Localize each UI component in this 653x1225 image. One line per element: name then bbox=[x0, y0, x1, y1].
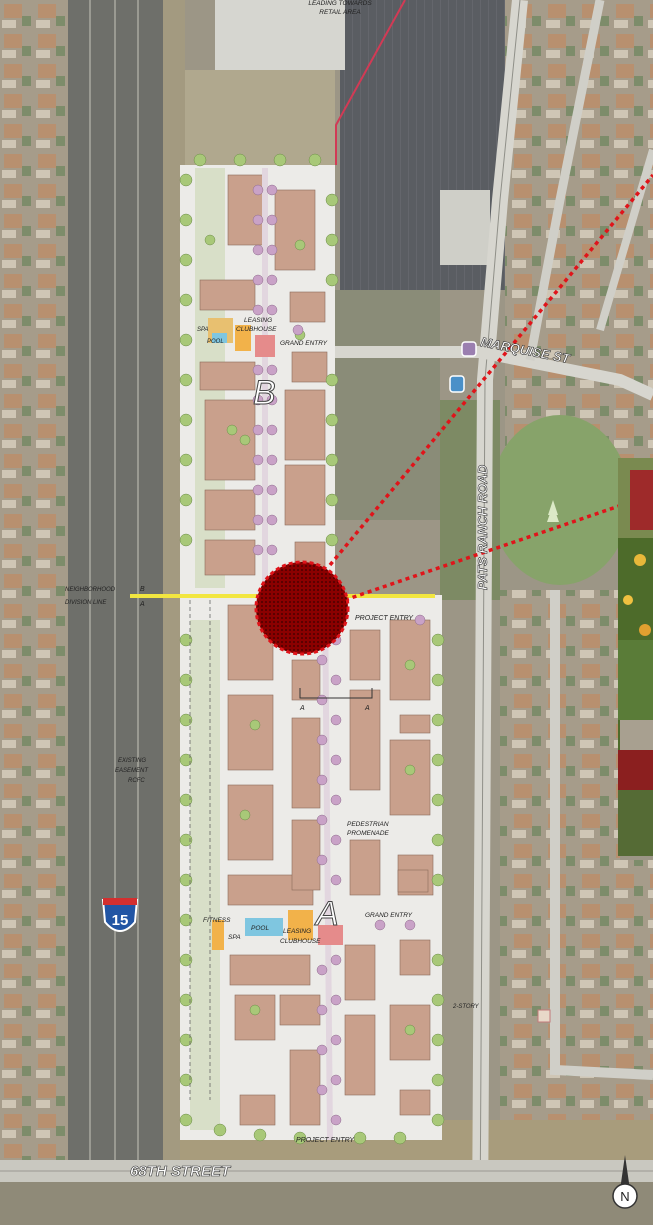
sightline-lower bbox=[344, 503, 623, 602]
park bbox=[490, 415, 630, 585]
two-story-label: 2-STORY bbox=[452, 1004, 480, 1010]
pats-ranch-road-label: PATS RANCH ROAD bbox=[475, 464, 490, 590]
highlight-circle bbox=[254, 560, 350, 656]
pool-b: POOL bbox=[207, 339, 224, 345]
leasing-a: LEASING bbox=[283, 928, 311, 935]
interstate-number: 15 bbox=[112, 912, 129, 929]
pedestrian-line2: PROMENADE bbox=[347, 830, 390, 837]
retail-note-line2: RETAIL AREA bbox=[319, 9, 360, 16]
spa-b: SPA bbox=[197, 327, 209, 333]
leasing-b: LEASING bbox=[244, 317, 272, 324]
spa-a: SPA bbox=[228, 934, 241, 941]
retail-note-line1: LEADING TOWARDS bbox=[308, 0, 372, 7]
easement-line3: RCFC bbox=[128, 778, 145, 784]
pedestrian-line1: PEDESTRIAN bbox=[347, 821, 389, 828]
grand-entry-a: GRAND ENTRY bbox=[365, 912, 413, 919]
easement-line2: EASEMENT bbox=[115, 768, 149, 774]
clubhouse-b: CLUBHOUSE bbox=[236, 326, 277, 333]
68th-street-label: 68TH STREET bbox=[130, 1163, 232, 1180]
retail-building bbox=[215, 0, 345, 70]
section-a-right: A bbox=[364, 705, 370, 712]
division-a-marker: A bbox=[139, 601, 145, 608]
division-b-marker: B bbox=[140, 586, 145, 593]
pool-a: POOL bbox=[251, 925, 269, 932]
easement-line1: EXISTING bbox=[118, 758, 146, 764]
inset-photo bbox=[618, 458, 653, 856]
interstate-15-shield: 15 bbox=[101, 898, 139, 932]
retail-connector-line bbox=[335, 0, 406, 165]
left-neighborhood bbox=[0, 0, 68, 1160]
neighborhood-line-label: NEIGHBORHOOD bbox=[65, 587, 116, 593]
marquise-street bbox=[330, 346, 653, 401]
grand-entry-b: GRAND ENTRY bbox=[280, 340, 328, 347]
neighborhood-line-label-2: DIVISION LINE bbox=[65, 600, 107, 606]
fitness-a: FITNESS bbox=[203, 917, 231, 924]
north-arrow: N bbox=[612, 1155, 638, 1209]
phase-a-label: A bbox=[314, 895, 339, 933]
phase-b-label: B bbox=[253, 374, 276, 412]
transit-icon-marquise bbox=[461, 341, 477, 357]
north-arrow-label: N bbox=[620, 1189, 629, 1204]
section-a-left: A bbox=[299, 705, 305, 712]
site-plan bbox=[130, 153, 445, 1145]
project-entry-bottom: PROJECT ENTRY bbox=[296, 1137, 355, 1144]
clubhouse-a: CLUBHOUSE bbox=[280, 938, 321, 945]
transit-icon-pats-ranch bbox=[449, 375, 465, 393]
project-entry-top: PROJECT ENTRY bbox=[355, 615, 414, 622]
